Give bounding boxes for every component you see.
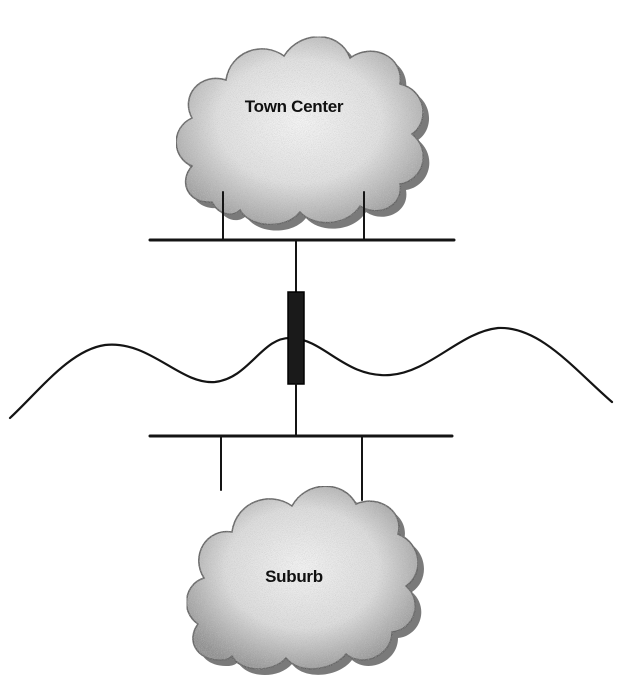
- gateway-device: [287, 291, 305, 385]
- town-center-cloud: Town Center: [175, 36, 430, 231]
- suburb-label: Suburb: [265, 567, 323, 586]
- town-center-label: Town Center: [245, 97, 344, 116]
- town-center-cloud-body: [175, 36, 424, 226]
- suburb-cloud: Suburb: [185, 485, 424, 676]
- suburb-cloud-body: [185, 485, 419, 670]
- wave-line: [8, 326, 614, 420]
